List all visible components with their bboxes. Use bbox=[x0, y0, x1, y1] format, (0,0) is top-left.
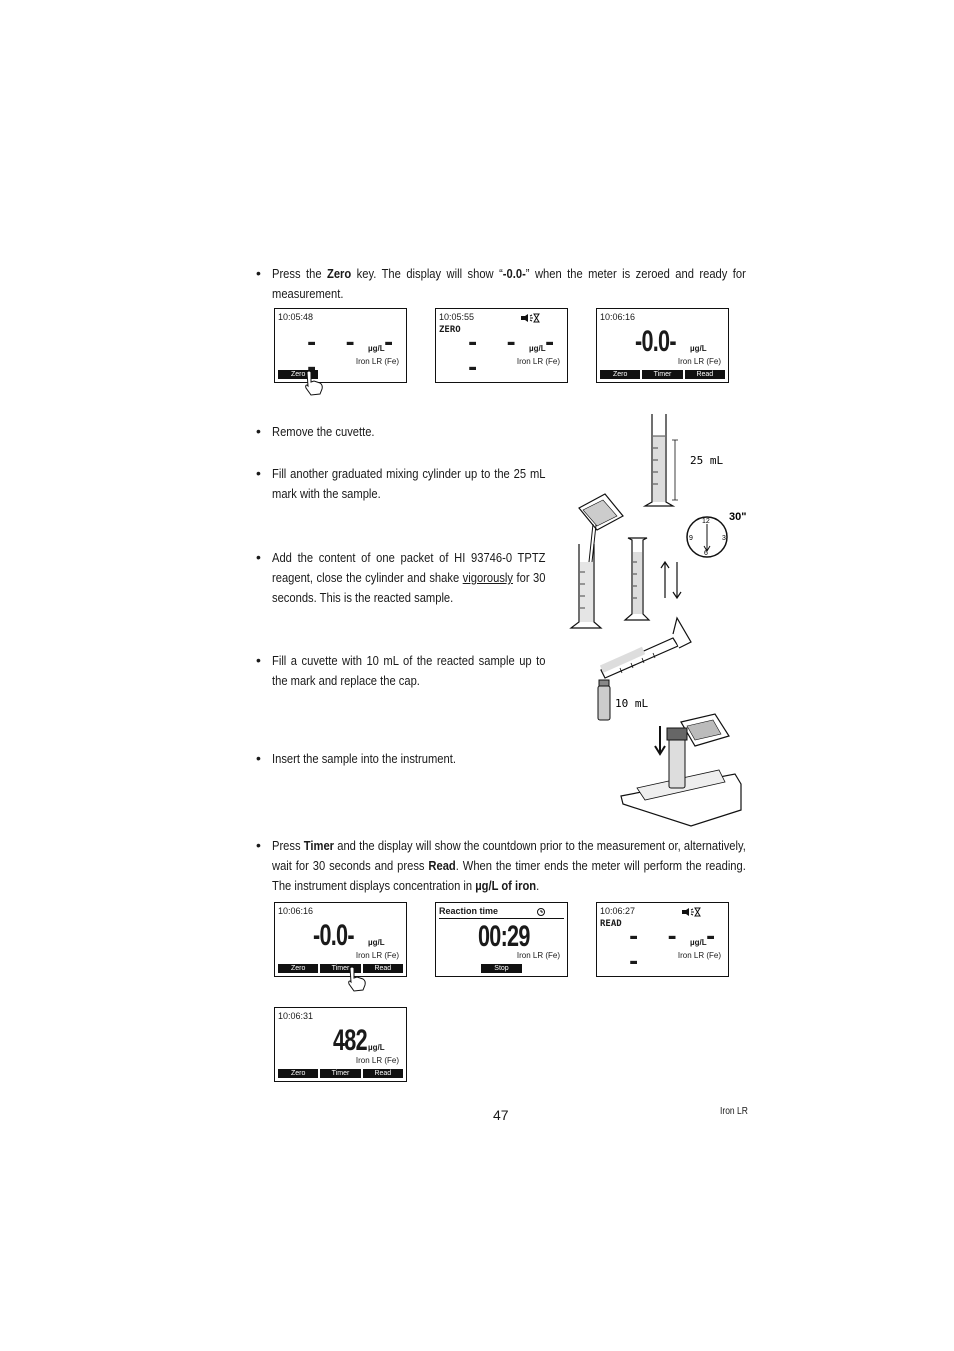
lamp-hourglass-icon bbox=[521, 313, 540, 323]
label-10ml: 10 mL bbox=[615, 697, 648, 710]
stop-key[interactable]: Stop bbox=[481, 964, 522, 973]
cylinder-25ml-icon bbox=[642, 414, 678, 507]
cylinder-shaken-icon bbox=[623, 537, 651, 621]
meter-icon bbox=[620, 713, 742, 827]
timer-key[interactable]: Timer bbox=[320, 1069, 361, 1078]
cylinder-pouring-icon bbox=[599, 616, 692, 679]
timer-key[interactable]: Timer bbox=[642, 370, 683, 379]
zero-key[interactable]: Zero bbox=[278, 1069, 319, 1078]
label-30s: 30" bbox=[729, 511, 746, 523]
reagent-packet-icon bbox=[578, 493, 624, 563]
step-remove: Remove the cuvette. bbox=[272, 424, 375, 439]
bullet: • bbox=[256, 423, 261, 439]
display-zero: 10:05:55 ZERO - - - - µg/L Iron LR (Fe) bbox=[435, 308, 568, 383]
procedure-illustration: 25 mL 30" 10 mL 12 3 6 9 bbox=[569, 414, 746, 827]
clock-9: 9 bbox=[689, 535, 693, 542]
timer-key[interactable]: Timer bbox=[320, 964, 361, 973]
bullet: • bbox=[256, 652, 261, 668]
label-25ml: 25 mL bbox=[690, 454, 723, 467]
step-zero: Press the Zero key. The display will sho… bbox=[272, 266, 746, 301]
lamp-hourglass-icon bbox=[682, 907, 701, 917]
shake-arrows-icon bbox=[660, 560, 682, 600]
read-key[interactable]: Read bbox=[684, 370, 725, 379]
bullet: • bbox=[256, 837, 261, 853]
cuvette-icon bbox=[597, 679, 611, 721]
display-countdown: Reaction time 00:29 Iron LR (Fe) Stop bbox=[435, 902, 568, 977]
clock-icon bbox=[686, 516, 728, 558]
zero-key[interactable]: Zero bbox=[278, 370, 319, 379]
display-header: Reaction time bbox=[439, 906, 564, 919]
display-reading: 10:06:27 READ - - - - µg/L Iron LR (Fe) bbox=[596, 902, 729, 977]
step-timer-read: Press Timer and the display will show th… bbox=[272, 838, 746, 893]
pointing-hand-icon bbox=[305, 370, 323, 396]
read-key[interactable]: Read bbox=[362, 964, 403, 973]
bullet: • bbox=[256, 265, 261, 281]
clock-6: 6 bbox=[704, 550, 708, 557]
pointing-hand-icon bbox=[348, 966, 366, 992]
zero-key[interactable]: Zero bbox=[600, 370, 641, 379]
step-insert: Insert the sample into the instrument. bbox=[272, 751, 456, 766]
bullet: • bbox=[256, 549, 261, 565]
bullet: • bbox=[256, 465, 261, 481]
timer-icon bbox=[537, 908, 545, 916]
clock-12: 12 bbox=[702, 518, 710, 525]
step-fill-cuvette: Fill a cuvette with 10 mL of the reacted… bbox=[272, 653, 546, 688]
cylinder-mixing-icon bbox=[569, 544, 603, 629]
read-key[interactable]: Read bbox=[362, 1069, 403, 1078]
clock-3: 3 bbox=[722, 535, 726, 542]
page-number: 47 bbox=[493, 1107, 509, 1123]
footer-title: Iron LR bbox=[720, 1106, 748, 1117]
step-fill-cylinder: Fill another graduated mixing cylinder u… bbox=[272, 466, 546, 501]
step-add-reagent: Add the content of one packet of HI 9374… bbox=[272, 550, 546, 605]
zero-key[interactable]: Zero bbox=[278, 964, 319, 973]
bullet: • bbox=[256, 750, 261, 766]
display-initial: 10:05:48 - - - - µg/L Iron LR (Fe) Zero bbox=[274, 308, 407, 383]
